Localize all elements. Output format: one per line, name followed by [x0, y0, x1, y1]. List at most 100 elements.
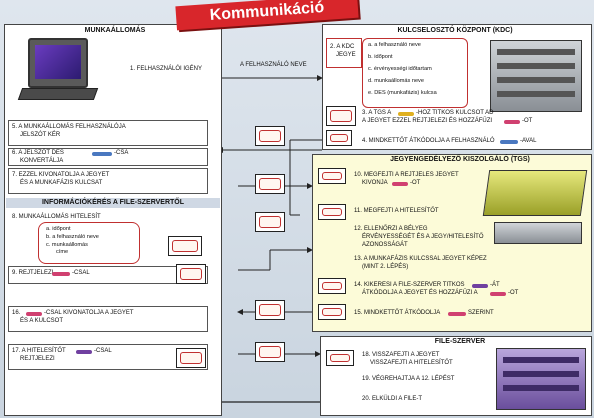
info-header-bar — [6, 198, 220, 208]
step-3-line1: 3. A TGS A — [362, 110, 392, 116]
step-9-label: 9. REJTJELEZI — [12, 270, 54, 276]
step-15-key — [448, 312, 466, 316]
step-13-line1: 13. A MUNKAFÁZIS KULCSSAL JEGYET KÉPEZ — [354, 256, 487, 262]
server-slot-4 — [497, 91, 575, 97]
step-12-line2: ÉRVÉNYESSÉGÉT ÉS A JEGY/HITELESÍTŐ — [362, 234, 484, 240]
step-6-line2: KONVERTÁLJA — [20, 158, 64, 164]
kdc-token — [326, 106, 356, 126]
kdc-ticket-items — [362, 38, 468, 108]
tgs-token-15 — [318, 304, 346, 320]
monitor-icon — [28, 38, 88, 88]
session-key-icon-kdc — [504, 120, 520, 124]
step-17-key-icon — [76, 350, 92, 354]
step-14-suffix1: -ÁT — [490, 282, 500, 288]
step-17-line2: REJTJELEZI — [20, 356, 55, 362]
step-1: 1. FELHASZNÁLÓI IGÉNY — [130, 66, 203, 72]
step-2-line2: JEGYE — [336, 52, 356, 58]
kdc-item-e: e. DES (munkafázis) kulcsa — [368, 90, 437, 96]
step-16-box — [8, 306, 208, 332]
traveling-ticket-4 — [255, 300, 285, 320]
monitor-screen — [35, 45, 81, 79]
step-9-token — [176, 264, 206, 284]
step-8: 8. MUNKAÁLLOMÁS HITELESÍT — [12, 214, 101, 220]
kdc-item-d: d. munkaállomás neve — [368, 78, 424, 84]
step-12-line3: AZONOSSÁGÁT — [362, 242, 408, 248]
step-13-line2: (MINT 2. LÉPÉS) — [362, 264, 409, 270]
step-11: 11. MEGFEJTI A HITELESÍTŐT — [354, 208, 439, 214]
step-2-line1: 2. A KDC — [330, 44, 355, 50]
step-7-box — [8, 168, 208, 194]
tgs-token-14 — [318, 278, 346, 294]
server-slot-2 — [497, 63, 575, 69]
step-9-box — [8, 266, 208, 284]
step-18-line1: 18. VISSZAFEJTI A JEGYET — [362, 352, 440, 358]
workstation-title: MUNKAÁLLOMÁS — [84, 27, 146, 34]
step-20: 20. ELKÜLDI A FILE-T — [362, 396, 423, 402]
info-title: INFORMÁCIÓKÉRÉS A FILE-SZERVERTŐL — [41, 199, 185, 206]
step-5-line1: 5. A MUNKAÁLLOMÁS FELHASZNÁLÓJA — [12, 124, 126, 130]
user-key-icon — [500, 140, 518, 144]
step-17-box — [8, 344, 208, 370]
tgs-server-icon — [482, 170, 588, 216]
step-14-suffix2: -OT — [508, 290, 519, 296]
kdc-item-b: b. időpont — [368, 54, 393, 60]
authenticator-token — [168, 236, 202, 256]
step-15-suffix: SZERINT — [468, 310, 494, 316]
keyboard-icon — [17, 88, 99, 100]
kdc-title: KULCSELOSZTÓ KÖZPONT (KDC) — [397, 27, 513, 34]
kdc-ticket-box — [326, 38, 362, 68]
kdc-server-icon — [490, 40, 582, 112]
tgs-key-icon — [398, 112, 414, 116]
fs-token — [326, 350, 354, 366]
step-6-box — [8, 148, 208, 166]
step-9-suffix: -CSAL — [72, 270, 90, 276]
fileserver-key-icon — [472, 284, 488, 288]
step-8-item-c2: címe — [56, 249, 69, 255]
arrow-label-user-name-1: A FELHASZNÁLÓ NEVE — [240, 62, 307, 68]
fs-slot-3 — [503, 385, 579, 391]
step-16-number: 16. — [12, 310, 21, 316]
kdc-item-c: c. érvényességi időtartam — [368, 66, 432, 72]
step-4-line1: 4. MINDKETTŐT ÁTKÓDOLJA A FELHASZNÁLÓ — [362, 138, 495, 144]
server-slot-1 — [497, 49, 575, 55]
step-7-line2: ÉS A MUNKAFÁZIS KULCSAT — [20, 180, 103, 186]
step-17-token — [176, 348, 206, 368]
kdc-item-a: a. a felhasználó neve — [368, 42, 421, 48]
step-5-box — [8, 120, 208, 146]
step-8-item-a: a. időpont — [46, 226, 71, 232]
step-14-key2 — [490, 292, 506, 296]
step-7-line1: 7. EZZEL KIVONATOLJA A JEGYET — [12, 172, 110, 178]
step-17-suffix: -CSAL — [94, 348, 112, 354]
step-8-item-b: b. a felhasználó neve — [46, 234, 99, 240]
step-17-line1: 17. A HITELESÍTŐT — [12, 348, 66, 354]
traveling-ticket-5 — [255, 342, 285, 362]
step-15-line1: 15. MINDKETTŐT ÁTKÓDOLJA — [354, 310, 441, 316]
step-18-line2: VISSZAFEJTI A HITELESÍTŐT — [370, 360, 453, 366]
traveling-ticket-2 — [255, 174, 285, 194]
fs-slot-2 — [503, 371, 579, 377]
des-key-icon — [92, 152, 112, 156]
server-slot-3 — [497, 77, 575, 83]
step-12-line1: 12. ELLENŐRZI A BÉLYEG — [354, 226, 428, 232]
authenticator-box — [38, 222, 140, 264]
step-10-line1: 10. MEGFEJTI A REJTJELES JEGYET — [354, 172, 459, 178]
step-8-item-c: c. munkaállomás — [46, 242, 88, 248]
fileserver-icon — [496, 348, 586, 410]
step-14-line2: ÁTKÓDOLJA A JEGYET ÉS HOZZÁFŰZI A — [362, 290, 478, 296]
step-16-key-icon — [26, 312, 42, 316]
step-10-suffix: -OT — [410, 180, 421, 186]
traveling-ticket-3 — [255, 212, 285, 232]
step-10-line2: KIVONJA — [362, 180, 388, 186]
step-6-line1: 6. A JELSZÓT DES — [12, 150, 64, 156]
step-16-line2: ÉS A KULCSOT — [20, 318, 64, 324]
step-3-line3: A JEGYET EZZEL REJTJELEZI ÉS HOZZÁFŰZI — [362, 118, 493, 124]
step-3-suffix: -OT — [522, 118, 533, 124]
fileserver-title: FILE-SZERVER — [434, 338, 486, 345]
step-10-key — [392, 182, 408, 186]
tgs-title: JEGYENGEDÉLYEZŐ KISZOLGÁLÓ (TGS) — [390, 156, 530, 163]
kdc-token-2 — [326, 130, 352, 146]
tgs-server-base — [494, 222, 582, 244]
step-14-line1: 14. KIKERESI A FILE-SZERVER TITKOS — [354, 282, 465, 288]
traveling-ticket-1 — [255, 126, 285, 146]
